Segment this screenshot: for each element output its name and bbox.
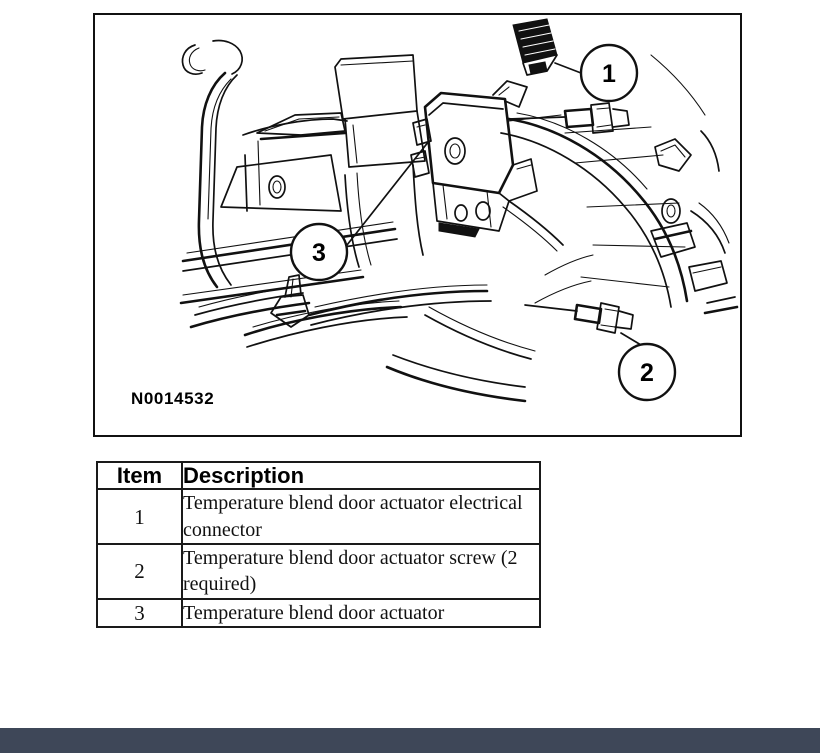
table-row: 1 Temperature blend door actuator electr… (96, 488, 541, 546)
callout-1: 1 (579, 43, 639, 103)
actuator-screw-upper (508, 102, 630, 134)
row-item-number: 2 (96, 543, 183, 600)
callout-2-label: 2 (640, 359, 654, 387)
figure-frame: 1 2 3 N0014532 (93, 13, 742, 437)
electrical-connector (512, 18, 558, 76)
leader-line-2 (620, 332, 642, 346)
table-row: 2 Temperature blend door actuator screw … (96, 543, 541, 600)
callout-1-circle (579, 43, 639, 103)
row-item-description: Temperature blend door actuator electric… (181, 488, 541, 546)
row-item-description: Temperature blend door actuator screw (2… (181, 543, 541, 600)
column-header-item: Item (96, 460, 183, 491)
technical-illustration: 1 2 3 (179, 18, 739, 403)
table-row: 3 Temperature blend door actuator (96, 597, 541, 629)
callout-3: 3 (289, 222, 349, 282)
callout-leader-lines (346, 62, 642, 346)
callout-3-circle (289, 222, 349, 282)
actuator-screw-lower (524, 302, 634, 334)
callout-2-circle (617, 342, 677, 402)
blend-door-actuator-body (410, 80, 564, 252)
leader-line-3 (346, 140, 430, 246)
right-mechanism-cluster (650, 138, 739, 315)
table-header-row: Item Description (96, 460, 541, 491)
bottom-chrome-bar (0, 728, 820, 753)
figure-reference-id: N0014532 (131, 389, 215, 408)
callout-3-label: 3 (312, 239, 326, 267)
leader-line-1 (554, 62, 582, 74)
callout-2: 2 (617, 342, 677, 402)
callout-1-label: 1 (602, 60, 616, 88)
row-item-number: 3 (96, 597, 183, 629)
row-item-number: 1 (96, 488, 183, 546)
row-item-description: Temperature blend door actuator (181, 597, 541, 629)
column-header-description: Description (181, 460, 541, 491)
parts-table: Item Description 1 Temperature blend doo… (96, 460, 541, 629)
